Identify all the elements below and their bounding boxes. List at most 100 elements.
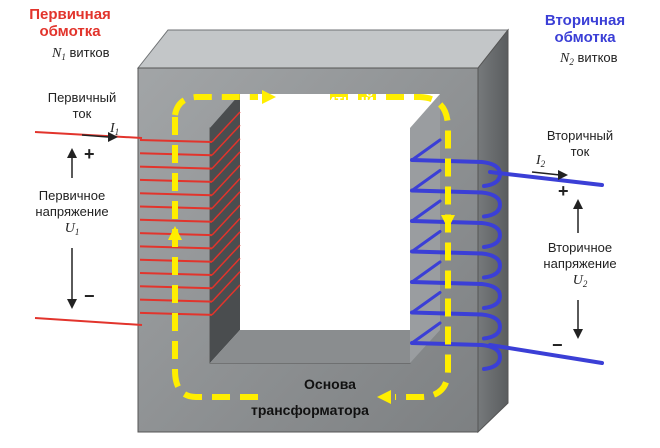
primary-current-label: Первичный ток (44, 90, 120, 122)
secondary-turns-sub: 2 (569, 57, 574, 67)
core-top-face (136, 29, 510, 69)
primary-turns-sub: 1 (61, 52, 66, 62)
primary-voltage-line2: напряжение (35, 204, 109, 219)
secondary-turn (410, 280, 503, 310)
primary-turn-back (211, 271, 241, 303)
primary-current-symbol: I1 (110, 120, 119, 140)
primary-turn-front (139, 139, 213, 143)
primary-turn-front (139, 192, 213, 197)
primary-turn-back (211, 124, 241, 156)
core-window-right-wall (410, 94, 440, 363)
primary-turn-back (211, 284, 241, 316)
primary-turn-front (139, 165, 213, 170)
primary-turn-back (211, 191, 241, 223)
flux-line2: поток, φ (298, 109, 359, 126)
primary-turn-back (211, 164, 241, 196)
primary-current-letter: I (110, 121, 115, 136)
secondary-current-label: Вторичный ток (540, 128, 620, 160)
secondary-lead-top (488, 170, 604, 187)
primary-turn-back (211, 111, 241, 143)
primary-voltage-label: Первичное напряжение U1 (32, 188, 112, 240)
primary-turn-front (139, 245, 213, 250)
secondary-turn-back (410, 199, 442, 223)
flux-arrow-right (441, 215, 455, 229)
primary-current-line2: ток (72, 106, 92, 121)
secondary-current-letter: I (536, 153, 541, 168)
flux-arrow-bottom (377, 390, 391, 404)
flux-line1: Магнитный (290, 92, 374, 109)
secondary-turn-back (410, 291, 442, 314)
primary-winding-title: Первичная обмотка (20, 6, 120, 40)
secondary-turn-back (410, 169, 442, 192)
core-window-bottom-wall (210, 330, 440, 363)
secondary-turn (410, 188, 503, 219)
primary-plus: + (84, 144, 95, 164)
secondary-winding (410, 138, 604, 371)
secondary-title-line2: обмотка (554, 29, 616, 46)
secondary-winding-title: Вторичная обмотка (530, 12, 640, 46)
flux-arrow-left (168, 226, 182, 240)
secondary-voltage-symbol: U (572, 273, 583, 288)
primary-current-line1: Первичный (47, 90, 117, 105)
secondary-turn-back (410, 321, 442, 345)
secondary-lead-bottom (488, 343, 604, 365)
primary-turn-front (139, 218, 213, 223)
secondary-turn (410, 158, 503, 188)
primary-voltage-symbol: U (64, 221, 75, 236)
secondary-turn (410, 219, 503, 249)
core-side-face (477, 28, 509, 434)
secondary-turns-symbol: N (560, 51, 570, 66)
secondary-turn (410, 249, 503, 280)
core-window-back (240, 94, 440, 330)
secondary-turn-back (410, 260, 442, 284)
primary-turn-back (211, 204, 241, 236)
primary-winding (34, 111, 241, 326)
flux-path (172, 94, 451, 400)
secondary-current-sub: 2 (540, 159, 546, 169)
secondary-voltage-line2: напряжение (543, 256, 617, 271)
primary-current-arrow (81, 132, 118, 142)
secondary-minus: − (552, 335, 563, 355)
secondary-title-line1: Вторичная (544, 12, 626, 29)
secondary-turn (410, 310, 503, 341)
secondary-turns: N2 витков (560, 50, 618, 70)
secondary-voltage-line1: Вторичное (547, 240, 613, 255)
secondary-voltage-arrow (573, 199, 583, 339)
core-label-line2: трансформатора (251, 402, 369, 418)
primary-turn-back (211, 138, 241, 170)
secondary-current-arrow (531, 170, 568, 180)
primary-turn-back (211, 177, 241, 210)
core-window-left-wall (210, 94, 240, 363)
secondary-voltage-sub: 2 (582, 279, 588, 289)
secondary-turn-back (410, 138, 442, 162)
primary-title-line2: обмотка (39, 23, 101, 40)
primary-current-sub: 1 (114, 127, 120, 137)
primary-turns: N1 витков (52, 45, 110, 65)
primary-voltage-arrow (67, 148, 77, 309)
primary-turn-back (211, 231, 241, 263)
primary-turn-back (211, 257, 241, 289)
primary-turn-back (211, 217, 241, 249)
primary-title-line1: Первичная (29, 6, 111, 23)
primary-turns-word: витков (69, 45, 110, 60)
secondary-current-line2: ток (570, 144, 590, 159)
primary-turn-back (211, 244, 241, 276)
primary-turn-back (211, 151, 241, 183)
secondary-voltage-label: Вторичное напряжение U2 (538, 240, 622, 292)
secondary-turns-word: витков (577, 50, 618, 65)
primary-voltage-line1: Первичное (38, 188, 106, 203)
primary-minus: − (84, 286, 95, 306)
flux-label: Магнитный поток, φ (290, 92, 374, 126)
secondary-current-line1: Вторичный (546, 128, 614, 143)
primary-lead-bottom (34, 317, 143, 326)
secondary-current-symbol: I2 (536, 152, 545, 172)
secondary-plus: + (558, 181, 569, 201)
primary-turns-symbol: N (52, 46, 62, 61)
secondary-turn-back (410, 230, 442, 253)
primary-voltage-sub: 1 (74, 227, 80, 237)
flux-arrow-top (262, 90, 276, 104)
core-label-line1: Основа (304, 376, 356, 392)
secondary-turn (410, 341, 503, 371)
